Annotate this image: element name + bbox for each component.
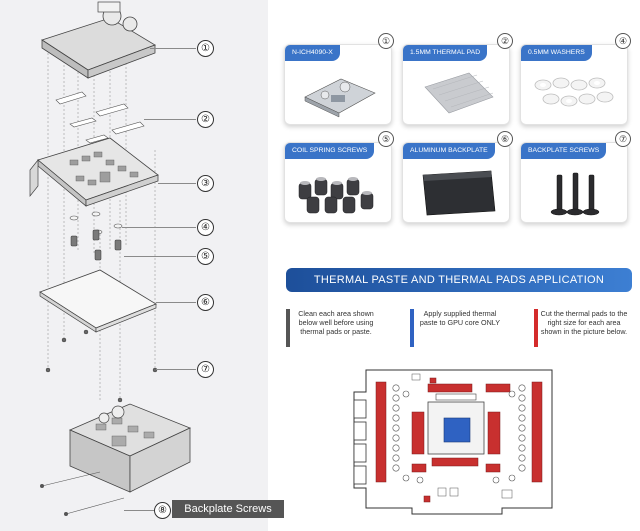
callout-1: ① [197, 40, 214, 57]
pad-area [375, 377, 543, 503]
callout-leader [144, 119, 196, 120]
part-number: ① [378, 33, 394, 49]
water-block-thumbnail [304, 78, 376, 118]
backplate-drawing [39, 269, 157, 333]
callout-6: ⑥ [197, 294, 214, 311]
part-label: N-ICH4090-X [285, 45, 340, 61]
thermal-application-banner: THERMAL PASTE AND THERMAL PADS APPLICATI… [286, 268, 632, 292]
callout-5: ⑤ [197, 248, 214, 265]
step-text: Cut the thermal pads to the right size f… [540, 309, 628, 336]
step-bar [286, 309, 290, 347]
water-block-drawing [41, 1, 156, 79]
callout-8: ⑧ [154, 502, 171, 519]
callout-leader [150, 48, 196, 49]
aluminum-backplate-thumbnail [422, 170, 496, 216]
step-clean: Clean each area shown below well before … [286, 309, 380, 349]
part-number: ② [497, 33, 513, 49]
part-card-coil-spring-screws: COIL SPRING SCREWS [284, 142, 392, 223]
callout-3: ③ [197, 175, 214, 192]
part-label: COIL SPRING SCREWS [285, 143, 375, 159]
callout-7: ⑦ [197, 361, 214, 378]
part-card-aluminum-backplate: ALUMINUM BACKPLATE [402, 142, 510, 223]
part-label: 0.5MM WASHERS [521, 45, 592, 61]
step-text: Apply supplied thermal paste to GPU core… [419, 309, 501, 327]
gpu-core-area [443, 417, 471, 443]
washers-thumbnail [534, 77, 614, 107]
callout-4: ④ [197, 219, 214, 236]
step-bar [534, 309, 538, 347]
exploded-view-panel: ① ② ③ ④ ⑤ ⑥ ⑦ ⑧ [0, 0, 268, 531]
coil-spring-screws-thumbnail [298, 177, 374, 214]
callout-leader [124, 510, 154, 511]
part-card-thermal-pad: 1.5MM THERMAL PAD [402, 44, 510, 125]
part-card-backplate-screws: BACKPLATE SCREWS [520, 142, 628, 223]
callout-leader [122, 227, 196, 228]
part-card-water-block: N-ICH4090-X [284, 44, 392, 125]
step-apply-paste: Apply supplied thermal paste to GPU core… [410, 309, 504, 349]
part-label: ALUMINUM BACKPLATE [403, 143, 495, 159]
part-label: 1.5MM THERMAL PAD [403, 45, 488, 61]
callout-leader [156, 302, 196, 303]
step-cut-pads: Cut the thermal pads to the right size f… [534, 309, 628, 349]
part-number: ④ [615, 33, 631, 49]
part-label: BACKPLATE SCREWS [521, 143, 607, 159]
part-number: ⑤ [378, 131, 394, 147]
step-text: Clean each area shown below well before … [298, 309, 374, 336]
backplate-screws-caption: Backplate Screws [172, 500, 284, 518]
callout-leader [124, 256, 196, 257]
exploded-view-drawing [29, 1, 192, 516]
callout-2: ② [197, 111, 214, 128]
backplate-screws-thumbnail [550, 172, 600, 216]
thermal-pad-thumbnail [424, 72, 494, 114]
part-number: ⑦ [615, 131, 631, 147]
assembled-card-drawing [40, 403, 192, 516]
callout-leader [158, 183, 196, 184]
gpu-pcb-drawing [29, 137, 159, 207]
callout-leader [156, 369, 196, 370]
part-card-washers: 0.5MM WASHERS [520, 44, 628, 125]
step-bar [410, 309, 414, 347]
part-number: ⑥ [497, 131, 513, 147]
pcb-pad-layout-diagram [353, 369, 553, 515]
